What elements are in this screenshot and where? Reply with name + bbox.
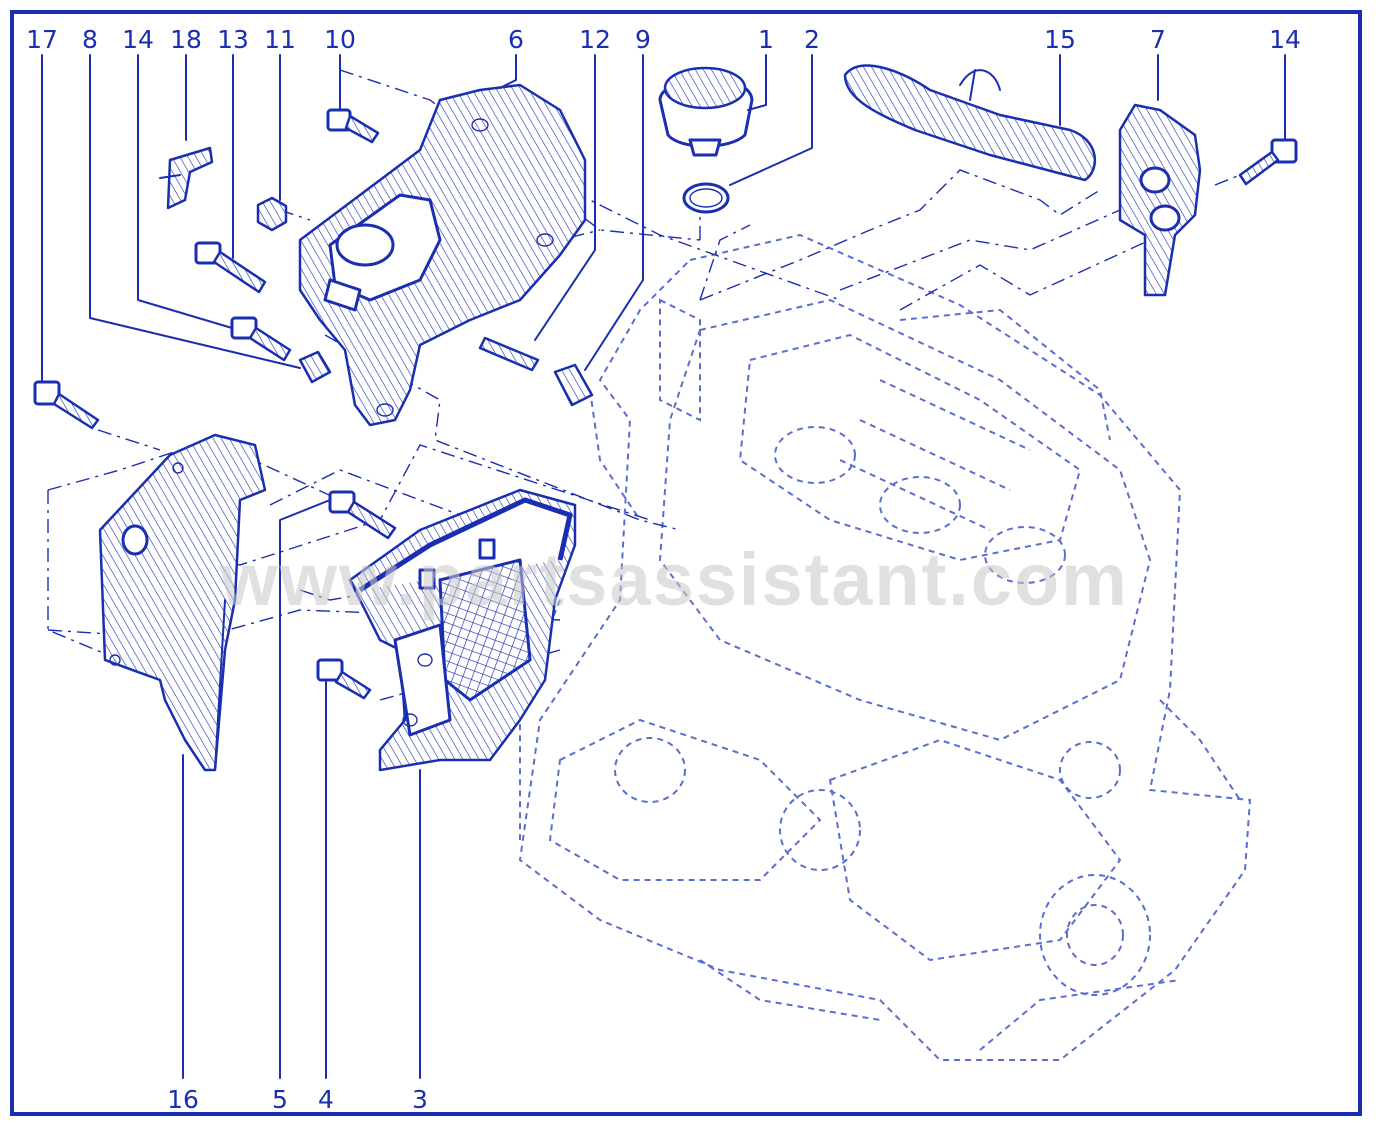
callout-14-right: 14 [1269,25,1301,54]
callout-1: 1 [758,25,774,54]
callout-4: 4 [318,1085,334,1114]
side-cover-plate [98,433,267,772]
bolt-4 [316,658,372,700]
callout-2: 2 [804,25,820,54]
callout-3: 3 [412,1085,428,1114]
timing-cover-lower [348,488,577,772]
bolt-13 [194,241,267,294]
filler-seal [682,182,730,214]
breather-hose [843,64,1097,182]
timing-cover-upper [298,83,587,427]
bolt-10 [326,108,380,144]
callouts-top: 17 8 14 18 13 11 10 6 12 9 1 2 15 7 14 [26,25,1301,54]
leader-lines [41,54,1286,1079]
bolt-5 [328,490,397,540]
callout-13: 13 [217,25,249,54]
callout-16: 16 [167,1085,199,1114]
watermark-text: www.partsassistant.com [219,538,1129,621]
callout-12: 12 [579,25,611,54]
diagram-frame [10,10,1362,1116]
callout-11: 11 [264,25,296,54]
callout-18: 18 [170,25,202,54]
callout-5: 5 [272,1085,288,1114]
bolt-14-right [1238,138,1298,186]
callout-6: 6 [508,25,524,54]
callouts-bottom: 16 5 4 3 [167,1085,428,1114]
callout-7: 7 [1150,25,1166,54]
clip-part [159,146,214,210]
spacer-8 [298,350,332,384]
mount-bracket [1118,103,1202,297]
callout-14-left: 14 [122,25,154,54]
callout-8: 8 [82,25,98,54]
stud-12 [478,336,540,372]
fasteners [33,108,1298,700]
spacer-9 [553,363,594,407]
engine-block-outline [518,233,1252,1061]
callout-17: 17 [26,25,58,54]
callout-10: 10 [324,25,356,54]
nut-11 [256,196,288,232]
bolt-17 [33,380,100,430]
callout-9: 9 [635,25,651,54]
filler-cap [658,66,754,157]
callout-15: 15 [1044,25,1076,54]
